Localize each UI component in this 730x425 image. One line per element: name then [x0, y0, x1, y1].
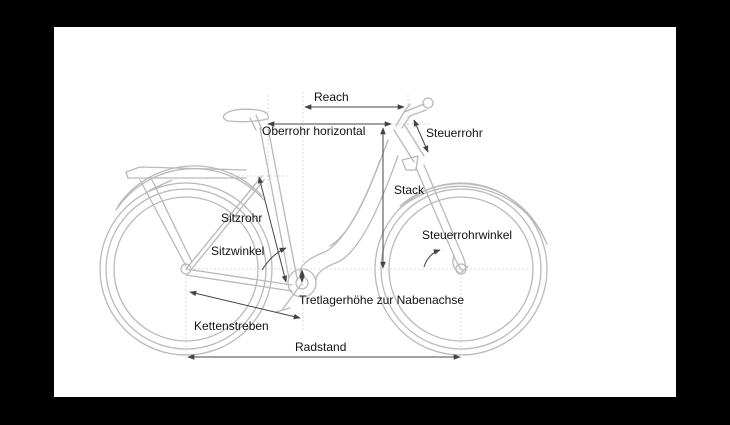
label-seat-angle: Sitzwinkel [211, 244, 264, 258]
label-reach: Reach [314, 90, 349, 104]
label-head-tube: Steuerrohr [426, 126, 483, 140]
label-chainstays: Kettenstreben [194, 319, 269, 333]
saddle [222, 108, 269, 123]
label-head-angle: Steuerrohrwinkel [422, 228, 512, 242]
seat-tube-dimension [257, 176, 288, 283]
guide-lines [185, 92, 530, 360]
head-tube [393, 129, 415, 163]
rear-rack [125, 166, 247, 267]
head-angle-arc [423, 249, 441, 268]
handlebar [403, 97, 434, 113]
front-fender [399, 182, 546, 241]
rear-fender [117, 165, 263, 207]
battery [329, 159, 381, 247]
label-seat-tube: Sitzrohr [221, 211, 262, 225]
head-tube-dimension [413, 119, 429, 153]
label-wheelbase: Radstand [295, 340, 346, 354]
down-tube [299, 139, 389, 273]
seat-angle-arc [261, 247, 287, 271]
dimension-lines [187, 104, 461, 360]
seat-post [255, 114, 263, 131]
labels: Reach Oberrohr horizontal Steuerrohr Sta… [194, 90, 512, 354]
chainstays-dimension [189, 290, 301, 320]
bike-illustration [99, 97, 548, 356]
label-top-tube: Oberrohr horizontal [262, 124, 365, 138]
label-bb-drop: Tretlagerhöhe zur Nabenachse [299, 293, 464, 307]
seat-stays [185, 175, 263, 270]
label-stack: Stack [394, 183, 425, 197]
